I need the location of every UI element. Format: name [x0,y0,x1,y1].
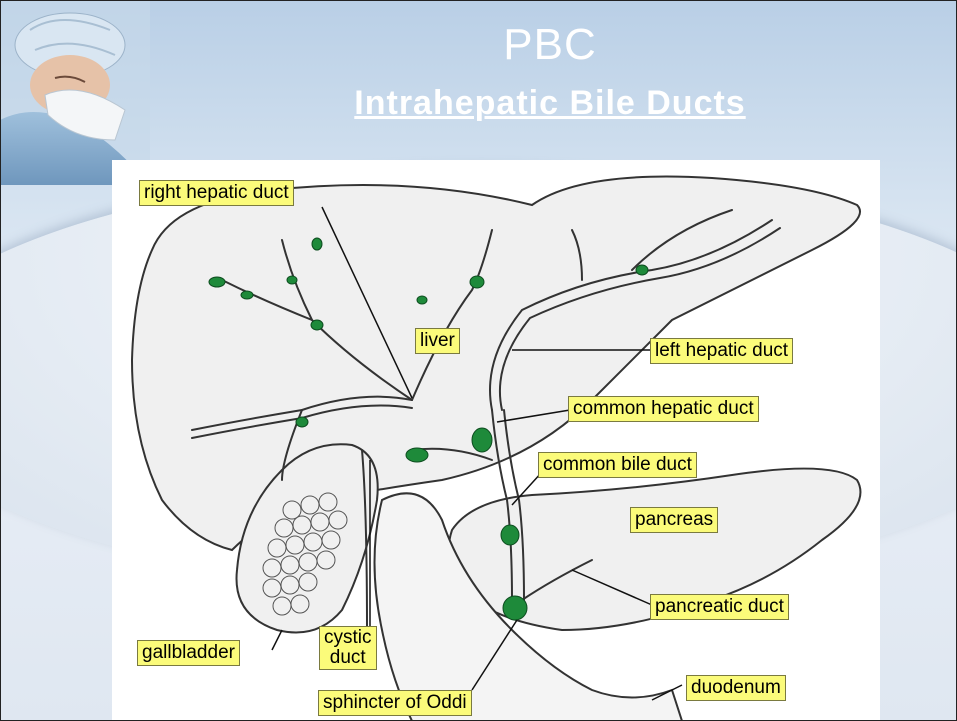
slide: PBC Intrahepatic Bile Ducts [0,0,957,721]
slide-border [0,0,957,721]
